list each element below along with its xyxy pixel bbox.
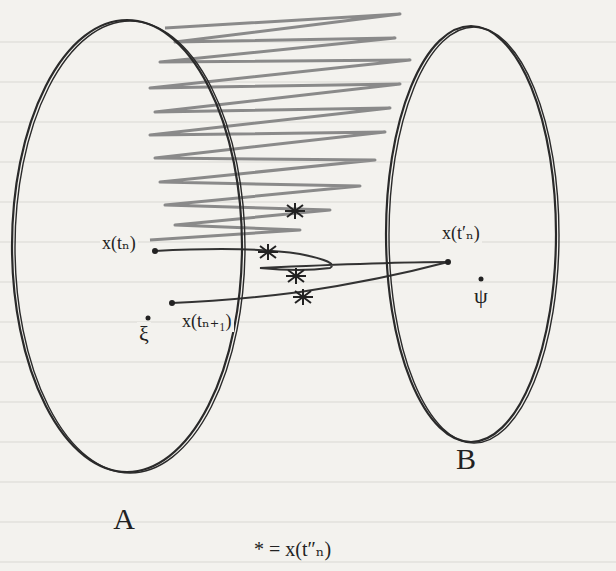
point-label: x(tₙ₊₁) — [180, 312, 234, 332]
region-name: A — [113, 502, 135, 535]
region-ellipse: B — [382, 22, 560, 482]
region-name: B — [456, 442, 476, 475]
trajectory-out — [155, 249, 448, 270]
points — [146, 248, 484, 321]
trajectory-scribble — [150, 14, 410, 240]
crossing-marks — [258, 203, 313, 305]
region-ellipse: A — [8, 16, 246, 541]
point-label: x(tₙ) — [100, 234, 138, 254]
paper-rules — [0, 42, 616, 562]
point-label: ψ — [472, 284, 490, 308]
point-label: ξ — [137, 322, 151, 346]
point-label: x(t′ₙ) — [440, 224, 482, 244]
point-label: * = x(t″ₙ) — [252, 538, 333, 560]
